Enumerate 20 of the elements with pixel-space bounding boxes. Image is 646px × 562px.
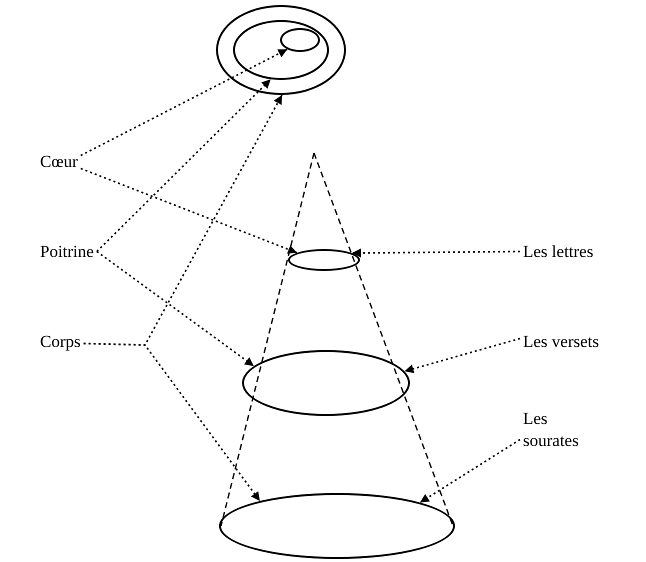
ellipse-shape: [216, 5, 346, 95]
leader-line: [420, 438, 520, 504]
leader-line: [80, 168, 298, 254]
ellipse-shape: [219, 493, 455, 559]
ellipse-shape: [288, 249, 360, 271]
label-text: Les versets: [523, 332, 600, 351]
label-text: Poitrine: [40, 242, 94, 261]
leader-line: [404, 338, 520, 374]
leader-line: [96, 78, 272, 252]
ellipse-shape: [280, 28, 320, 52]
leader-line: [352, 248, 520, 258]
label-text: Les lettres: [523, 242, 594, 261]
leader-line: [96, 250, 254, 367]
leader-line: [84, 342, 261, 502]
ellipse-shape: [233, 20, 329, 80]
ellipse-shape: [242, 350, 410, 416]
label-text: Corps: [40, 332, 81, 351]
leader-line: [80, 48, 288, 156]
label-text: Cœur: [40, 152, 78, 171]
label-text: Les sourates: [523, 409, 579, 450]
